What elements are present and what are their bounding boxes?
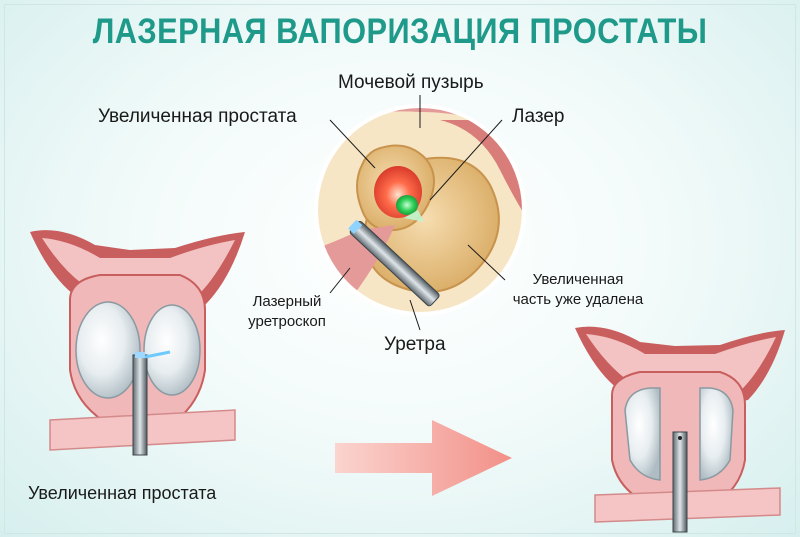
magnified-view xyxy=(314,104,526,316)
prostate-remnant-left xyxy=(624,387,661,481)
anatomy-after xyxy=(575,326,785,533)
border-frame xyxy=(4,4,796,534)
laser-beam xyxy=(404,210,424,222)
urethroscope-magnified xyxy=(348,219,440,307)
urethroscope-before xyxy=(132,354,148,456)
label-enlarged-removed-line2: часть уже удалена xyxy=(512,291,644,308)
label-enlarged-removed-line1: Увеличенная xyxy=(532,271,624,288)
label-bladder: Мочевой пузырь xyxy=(338,72,484,93)
prostate-lobe-before-left xyxy=(75,301,141,399)
laser-spot xyxy=(396,195,418,215)
label-enlarged-prostate-bottom: Увеличенная простата xyxy=(28,483,217,503)
label-enlarged-removed: Увеличенная часть уже удалена xyxy=(498,270,658,310)
label-laser: Лазер xyxy=(512,106,565,127)
anatomy-before xyxy=(30,230,245,456)
prostate-remnant-right xyxy=(699,387,734,481)
urethroscope-after xyxy=(672,431,688,533)
laser-beam-before xyxy=(144,350,171,359)
label-laser-urethroscope-line1: Лазерный xyxy=(252,293,322,310)
label-enlarged-prostate-top: Увеличенная простата xyxy=(98,106,297,127)
prostate-lobe-before-right xyxy=(143,304,201,396)
label-urethra: Уретра xyxy=(384,334,446,355)
label-laser-urethroscope: Лазерный уретроскоп xyxy=(232,292,342,332)
pointer-lines xyxy=(329,95,506,331)
progress-arrow xyxy=(335,420,512,496)
page-title: ЛАЗЕРНАЯ ВАПОРИЗАЦИЯ ПРОСТАТЫ xyxy=(92,12,708,51)
label-laser-urethroscope-line2: уретроскоп xyxy=(248,313,326,330)
